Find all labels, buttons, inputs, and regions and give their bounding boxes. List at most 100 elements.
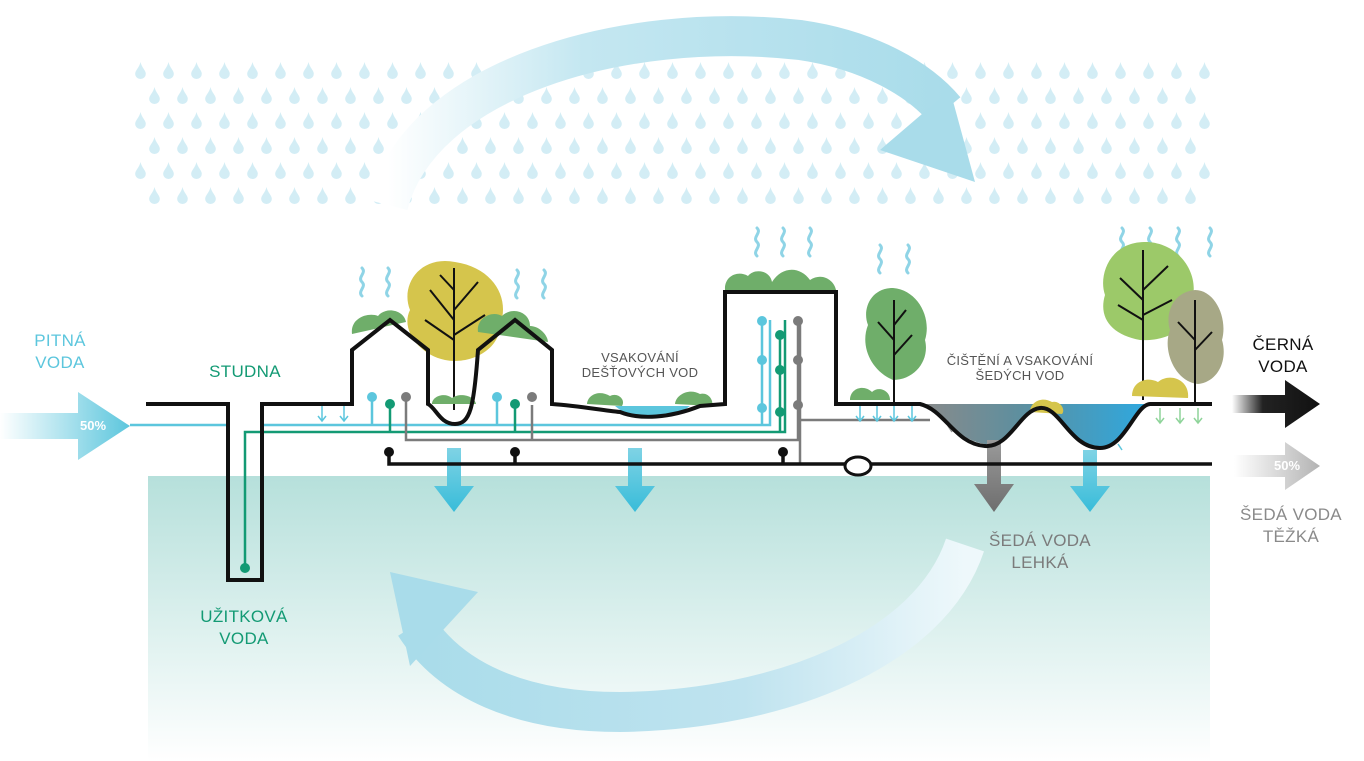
rain-drop (247, 62, 258, 79)
rain-drop (317, 187, 328, 204)
rain-drop (1129, 137, 1140, 154)
tree-icon (407, 242, 1224, 410)
rain-drop (345, 87, 356, 104)
rain-drop (709, 187, 720, 204)
rain-drop (1129, 87, 1140, 104)
rain-drop (779, 112, 790, 129)
rain-drop (695, 62, 706, 79)
rain-drop (765, 87, 776, 104)
rain-drop (667, 162, 678, 179)
rain-drop (709, 87, 720, 104)
rain-drop (1101, 187, 1112, 204)
rain-drop (471, 162, 482, 179)
rain-drop (989, 87, 1000, 104)
rain-drop (457, 137, 468, 154)
rain-drop (569, 187, 580, 204)
rain-drop (723, 62, 734, 79)
rain-drop (289, 87, 300, 104)
rain-drop (821, 137, 832, 154)
rain-drop (177, 137, 188, 154)
rain-drop (639, 162, 650, 179)
rain-drop (653, 87, 664, 104)
rain-drop (1115, 112, 1126, 129)
rain-drop (1199, 162, 1210, 179)
rain-drop (583, 162, 594, 179)
rain-drop (1045, 187, 1056, 204)
rain-drop (1017, 87, 1028, 104)
rain-drop (625, 87, 636, 104)
rain-drops-icon (135, 62, 1210, 204)
rain-drop (793, 137, 804, 154)
rain-drop (933, 187, 944, 204)
infiltration-arrow-icon (434, 440, 1110, 512)
rain-drop (1045, 87, 1056, 104)
rain-drop (611, 112, 622, 129)
rain-drop (709, 137, 720, 154)
rain-drop (667, 62, 678, 79)
rain-drop (415, 62, 426, 79)
rain-drop (485, 187, 496, 204)
rain-drop (359, 62, 370, 79)
rain-drop (1073, 87, 1084, 104)
rain-drop (639, 112, 650, 129)
rain-drop (821, 87, 832, 104)
rain-drop (751, 62, 762, 79)
rain-drop (261, 187, 272, 204)
rain-drop (261, 87, 272, 104)
rain-drop (401, 87, 412, 104)
rain-drop (905, 187, 916, 204)
rain-drop (975, 62, 986, 79)
rain-drop (303, 162, 314, 179)
rain-drop (233, 137, 244, 154)
rain-drop (387, 62, 398, 79)
rain-drop (835, 112, 846, 129)
rain-drop (1031, 162, 1042, 179)
rain-drop (807, 62, 818, 79)
rain-drop (429, 187, 440, 204)
rain-drop (233, 187, 244, 204)
rain-drop (1087, 162, 1098, 179)
rain-drop (989, 187, 1000, 204)
rain-drop (1031, 112, 1042, 129)
rain-drop (1087, 62, 1098, 79)
rain-drop (779, 62, 790, 79)
rain-drop (891, 112, 902, 129)
rain-drop (625, 137, 636, 154)
rain-drop (275, 112, 286, 129)
evaporation-wave (514, 268, 520, 300)
rain-drop (751, 112, 762, 129)
rain-drop (345, 187, 356, 204)
rain-drop (261, 137, 272, 154)
evaporation-wave (807, 226, 813, 258)
rain-drop (331, 162, 342, 179)
rain-drop (191, 162, 202, 179)
rain-drop (765, 187, 776, 204)
rain-drop (205, 137, 216, 154)
rain-drop (1171, 112, 1182, 129)
treatment-tank (843, 455, 873, 477)
evaporation-wave (385, 266, 391, 298)
rain-drop (597, 87, 608, 104)
rain-drop (1003, 112, 1014, 129)
rain-drop (499, 112, 510, 129)
rain-drop (555, 112, 566, 129)
rain-drop (849, 137, 860, 154)
rain-drop (681, 87, 692, 104)
black-water-outflow-arrow (1232, 380, 1320, 428)
rain-drop (667, 112, 678, 129)
rain-drop (373, 137, 384, 154)
evaporation-wave (754, 226, 760, 258)
rain-drop (219, 112, 230, 129)
well-label: STUDNA (209, 362, 281, 381)
rain-drop (625, 187, 636, 204)
rain-drop (653, 137, 664, 154)
rain-drop (219, 62, 230, 79)
rain-drop (303, 62, 314, 79)
rain-drop (1003, 162, 1014, 179)
rain-drop (821, 187, 832, 204)
